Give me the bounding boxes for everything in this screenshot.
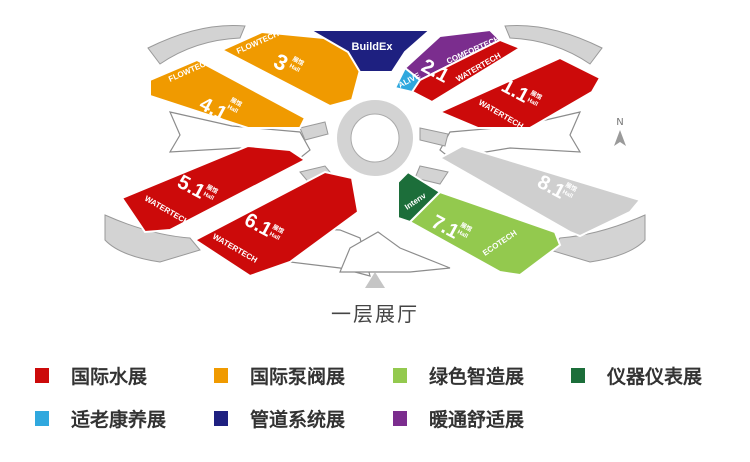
hall-4-1[interactable]: FLOWTECH 4.1 展馆 Hall — [149, 57, 307, 129]
hall-3[interactable]: FLOWTECH 3 展馆 Hall — [219, 29, 362, 108]
svg-text:BuildEx: BuildEx — [352, 41, 394, 53]
hall-1-1[interactable]: 1.1 展馆 Hall WATERTECH — [437, 56, 602, 131]
svg-text:Hall: Hall — [226, 104, 239, 115]
hall-7-1[interactable]: Intenv 7.1 展馆 Hall ECOTECH — [397, 170, 562, 277]
legend-item-pump-valve: 国际泵阀展 — [214, 363, 346, 388]
svg-text:Hall: Hall — [561, 189, 574, 200]
svg-text:Hall: Hall — [268, 231, 281, 242]
svg-text:Hall: Hall — [288, 63, 301, 74]
walkways — [104, 25, 646, 263]
legend-label: 管道系统展 — [250, 408, 346, 431]
svg-text:Hall: Hall — [456, 229, 469, 240]
legend-swatch — [35, 410, 49, 426]
legend-swatch — [214, 410, 228, 426]
hall-8-1[interactable]: 8.1 展馆 Hall — [437, 144, 642, 238]
floor-label: 一层展厅 — [331, 302, 419, 326]
legend-swatch — [571, 367, 585, 383]
legend-swatch — [393, 367, 407, 383]
legend-label: 国际泵阀展 — [250, 365, 346, 388]
legend-label: 仪器仪表展 — [607, 365, 703, 388]
hall-5-1[interactable]: 5.1 展馆 Hall WATERTECH — [120, 144, 307, 234]
svg-text:Hall: Hall — [202, 191, 215, 202]
legend-label: 国际水展 — [71, 365, 148, 388]
hall-2-1[interactable]: ALIVE COMFORTECH WATERTECH 2.1 — [393, 28, 523, 104]
legend-item-hvac: 暖通舒适展 — [393, 406, 525, 431]
legend-item-elderly: 适老康养展 — [35, 406, 167, 431]
legend-item-instrument: 仪器仪表展 — [571, 363, 703, 388]
north-arrow-icon: N — [614, 117, 626, 146]
legend-label: 暖通舒适展 — [429, 408, 525, 431]
legend-item-water: 国际水展 — [35, 363, 148, 388]
hall-6-1[interactable]: 6.1 展馆 Hall WATERTECH — [193, 170, 360, 278]
legend-item-green-mfg: 绿色智造展 — [393, 363, 525, 388]
entrance-arrow-icon — [365, 272, 385, 288]
legend-label: 绿色智造展 — [429, 365, 525, 388]
legend-label: 适老康养展 — [71, 408, 167, 431]
legend-item-pipe: 管道系统展 — [214, 406, 346, 431]
hall-buildex[interactable]: BuildEx — [306, 29, 433, 73]
floor-map: FLOWTECH 4.1 展馆 Hall FLOWTECH 3 展馆 Hall … — [104, 25, 646, 288]
legend-swatch — [35, 367, 49, 383]
legend-swatch — [393, 410, 407, 426]
legend-swatch — [214, 367, 228, 383]
north-label: N — [616, 117, 623, 128]
svg-text:Hall: Hall — [526, 97, 539, 108]
